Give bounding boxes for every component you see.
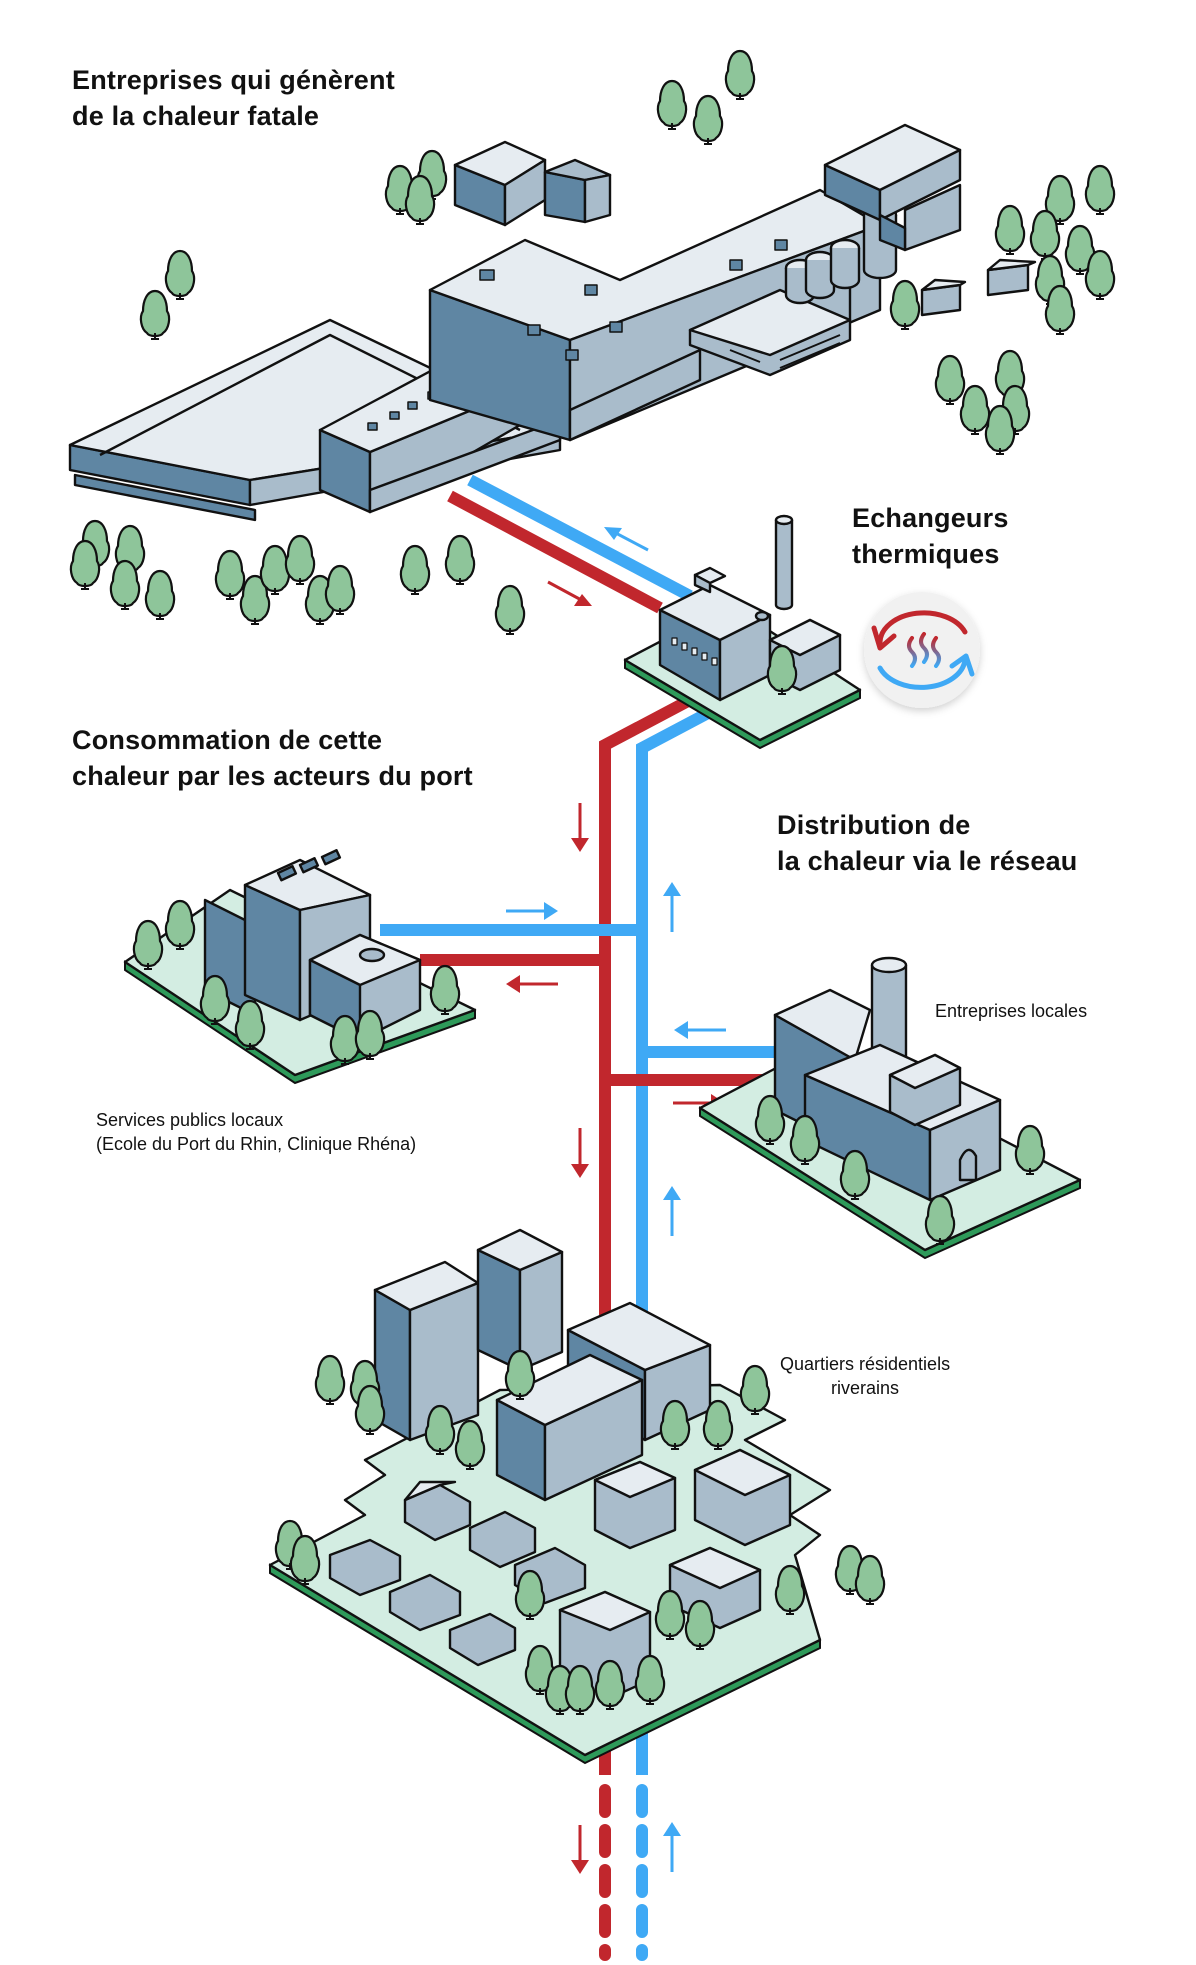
arrow-return-public [506, 902, 558, 920]
heat-exchanger-station [623, 514, 862, 750]
label-local-companies: Entreprises locales [935, 1001, 1088, 1021]
heat-exchange-arrows [871, 610, 975, 690]
main-factory-building [428, 188, 882, 442]
arrow-return-up-2 [663, 1186, 681, 1236]
local-companies-site [698, 956, 1082, 1260]
arrow-return-up-1 [663, 882, 681, 932]
label-public-services: Services publics locaux (Ecole du Port d… [96, 1110, 417, 1154]
small-office-building [453, 140, 612, 227]
arrow-return-up-3 [663, 1822, 681, 1872]
upper-right-factory [823, 123, 962, 252]
heading-distribution: Distribution de la chaleur via le réseau [777, 810, 1078, 876]
arrow-supply-down-1 [571, 803, 589, 852]
heading-heat-exchangers: Echangeurs thermiques [852, 503, 1009, 569]
public-services-site [123, 849, 477, 1085]
heading-consumption: Consommation de cette chaleur par les ac… [72, 725, 473, 791]
arrow-supply-public [506, 975, 558, 993]
arrow-supply-from-industry [547, 580, 592, 606]
label-residential: Quartiers résidentiels riverains [780, 1354, 951, 1398]
heading-heat-sources: Entreprises qui génèrent de la chaleur f… [72, 65, 395, 131]
arrow-return-to-industry [604, 527, 649, 552]
storage-sheds [920, 258, 1037, 317]
arrow-return-companies [674, 1021, 726, 1039]
industrial-zone [68, 123, 1037, 522]
supply-pipe-from-industry [447, 490, 663, 614]
arrow-supply-down-2 [571, 1128, 589, 1178]
arrow-supply-down-3 [571, 1825, 589, 1874]
storage-tanks [784, 204, 898, 305]
return-pipe-to-industry [467, 474, 693, 602]
residential-district [268, 1228, 886, 1765]
flow-arrows [506, 527, 726, 1874]
